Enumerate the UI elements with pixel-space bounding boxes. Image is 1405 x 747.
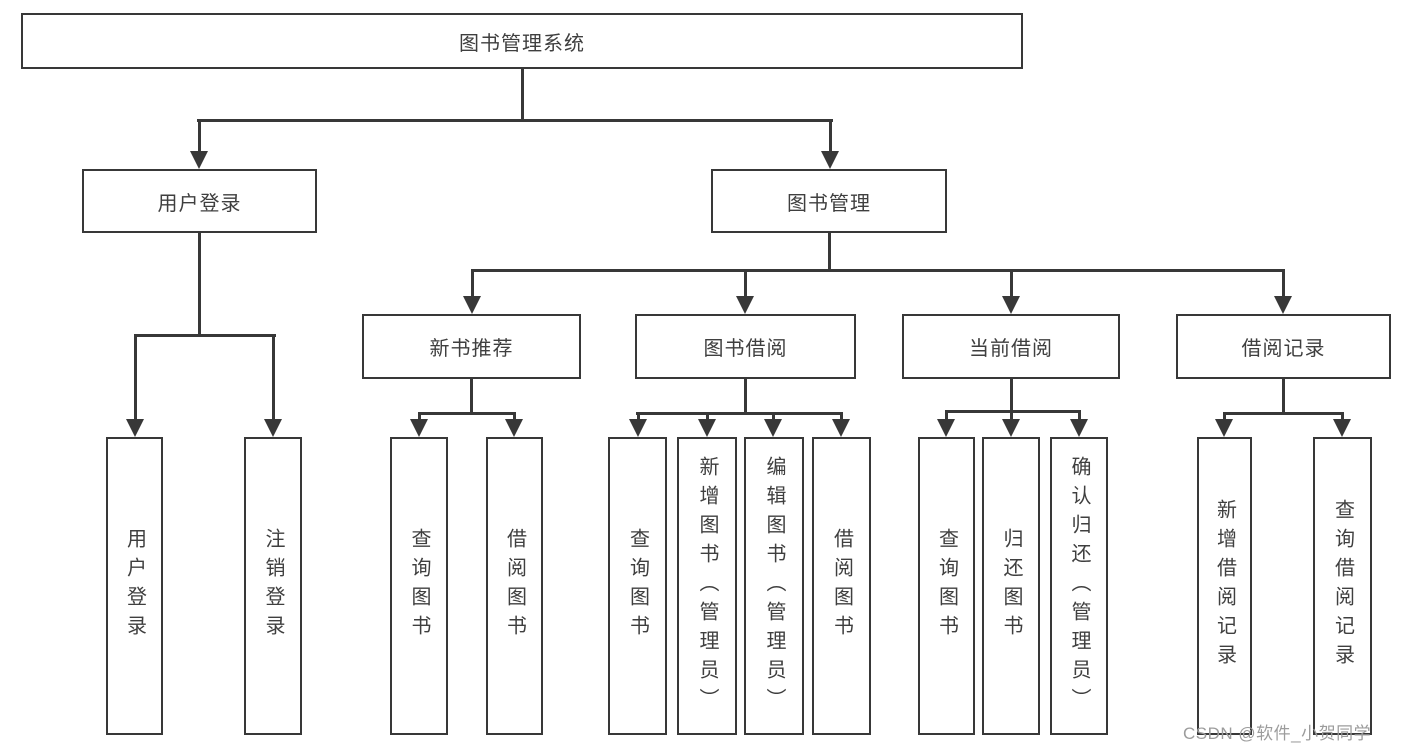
node-new-book-recommend: 新书推荐 <box>362 314 581 379</box>
node-label: 当前借阅 <box>969 338 1053 360</box>
connector-line <box>945 410 1081 413</box>
leaf-add-book-admin: 新增图书（管理员） <box>677 437 737 735</box>
node-label: 确认归还（管理员） <box>1068 455 1090 717</box>
node-label: 编辑图书（管理员） <box>763 455 785 717</box>
connector-line <box>744 269 747 298</box>
node-user-login: 用户登录 <box>82 169 317 233</box>
leaf-query-books-borrowing: 查询图书 <box>608 437 667 735</box>
connector-line <box>1078 410 1081 421</box>
connector-line <box>418 412 516 415</box>
connector-arrowhead <box>1070 419 1088 437</box>
connector-arrowhead <box>698 419 716 437</box>
node-label: 查询借阅记录 <box>1331 499 1354 673</box>
node-borrow-records: 借阅记录 <box>1176 314 1391 379</box>
connector-line <box>1282 269 1285 298</box>
node-label: 借阅记录 <box>1241 338 1326 360</box>
leaf-logout: 注销登录 <box>244 437 302 735</box>
connector-arrowhead <box>463 296 481 314</box>
connector-line <box>829 119 832 153</box>
connector-line <box>637 412 640 421</box>
connector-line <box>470 379 473 415</box>
node-label: 新书推荐 <box>429 338 514 360</box>
connector-arrowhead <box>1333 419 1351 437</box>
connector-arrowhead <box>264 419 282 437</box>
node-book-management: 图书管理 <box>711 169 947 233</box>
node-book-borrowing: 图书借阅 <box>635 314 856 379</box>
node-current-borrowing: 当前借阅 <box>902 314 1120 379</box>
node-label: 借阅图书 <box>503 528 526 644</box>
node-label: 查询图书 <box>935 528 958 644</box>
connector-line <box>1282 379 1285 415</box>
node-label: 查询图书 <box>408 528 430 644</box>
connector-line <box>636 412 842 415</box>
connector-line <box>1223 412 1344 415</box>
leaf-edit-book-admin: 编辑图书（管理员） <box>744 437 804 735</box>
connector-line <box>272 334 275 421</box>
connector-line <box>706 412 709 421</box>
connector-arrowhead <box>832 419 850 437</box>
connector-arrowhead <box>821 151 839 169</box>
connector-arrowhead <box>126 419 144 437</box>
connector-arrowhead <box>736 296 754 314</box>
node-label: 归还图书 <box>1000 528 1022 644</box>
connector-line <box>418 412 421 421</box>
connector-line <box>744 379 747 415</box>
connector-line <box>198 233 201 337</box>
connector-line <box>840 412 843 421</box>
connector-arrowhead <box>190 151 208 169</box>
connector-line <box>471 269 474 298</box>
connector-line <box>134 334 276 337</box>
connector-arrowhead <box>1274 296 1292 314</box>
connector-arrowhead <box>764 419 782 437</box>
node-system-root: 图书管理系统 <box>21 13 1023 69</box>
connector-line <box>1223 412 1226 421</box>
connector-line <box>1010 379 1013 413</box>
connector-line <box>198 119 201 153</box>
node-label: 新增图书（管理员） <box>696 455 718 717</box>
leaf-user-login: 用户登录 <box>106 437 163 735</box>
connector-arrowhead <box>1002 419 1020 437</box>
node-label: 图书管理系统 <box>459 32 585 55</box>
connector-line <box>772 412 775 421</box>
leaf-borrow-books-borrowing: 借阅图书 <box>812 437 871 735</box>
connector-line <box>521 69 524 122</box>
leaf-query-books-recommend: 查询图书 <box>390 437 448 735</box>
node-label: 借阅图书 <box>830 528 853 644</box>
connector-arrowhead <box>1215 419 1233 437</box>
node-label: 注销登录 <box>262 528 284 644</box>
connector-arrowhead <box>505 419 523 437</box>
leaf-confirm-return-admin: 确认归还（管理员） <box>1050 437 1108 735</box>
connector-line <box>1010 269 1013 298</box>
connector-arrowhead <box>629 419 647 437</box>
connector-line <box>513 412 516 421</box>
connector-line <box>945 410 948 421</box>
connector-line <box>1341 412 1344 421</box>
connector-line <box>134 334 137 421</box>
leaf-return-book: 归还图书 <box>982 437 1040 735</box>
connector-line <box>828 233 831 272</box>
leaf-add-borrow-record: 新增借阅记录 <box>1197 437 1252 735</box>
connector-line <box>471 269 1285 272</box>
csdn-watermark: CSDN @软件_小贺同学 <box>1183 724 1372 743</box>
node-label: 用户登录 <box>123 528 146 644</box>
connector-arrowhead <box>937 419 955 437</box>
node-label: 新增借阅记录 <box>1213 499 1236 673</box>
node-label: 查询图书 <box>626 528 649 644</box>
connector-arrowhead <box>410 419 428 437</box>
connector-line <box>197 119 833 122</box>
leaf-query-borrow-record: 查询借阅记录 <box>1313 437 1372 735</box>
node-label: 用户登录 <box>157 192 242 215</box>
connector-arrowhead <box>1002 296 1020 314</box>
node-label: 图书借阅 <box>703 338 788 360</box>
node-label: 图书管理 <box>787 192 871 215</box>
leaf-borrow-books-recommend: 借阅图书 <box>486 437 543 735</box>
connector-line <box>1010 410 1013 421</box>
leaf-query-books-current: 查询图书 <box>918 437 975 735</box>
